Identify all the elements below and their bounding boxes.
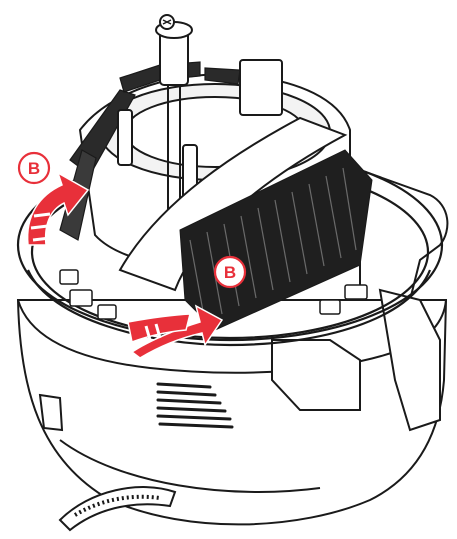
posts	[117, 59, 283, 201]
housing-base	[16, 299, 448, 526]
vent-slots	[156, 382, 234, 429]
foot-pedal	[58, 486, 177, 532]
rotate-arrow-left-icon	[26, 171, 90, 246]
rotate-arrow-center-icon	[127, 304, 224, 359]
callout-center: B	[213, 255, 247, 289]
callout-center-label: B	[224, 263, 236, 282]
right-housing	[271, 168, 449, 432]
callout-left-label: B	[28, 159, 40, 178]
callout-left: B	[17, 151, 51, 185]
rim-details	[59, 269, 368, 320]
